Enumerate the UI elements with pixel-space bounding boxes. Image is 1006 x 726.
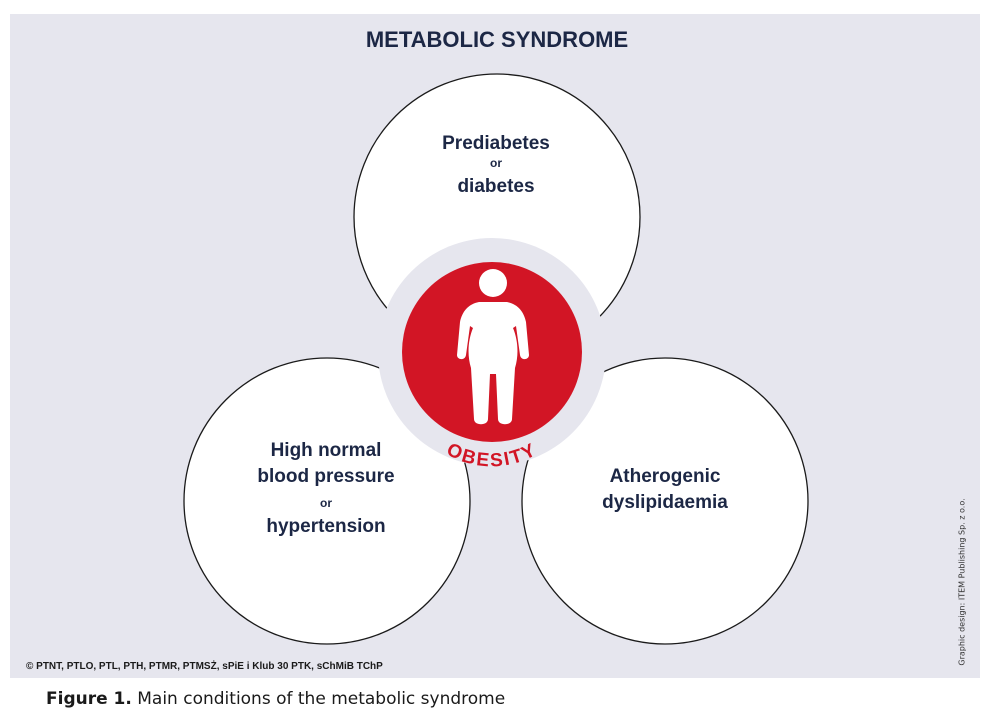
design-credit: Graphic design: ITEM Publishing Sp. z o.…	[957, 498, 967, 666]
hypertension-label: hypertension	[266, 516, 385, 537]
atherogenic-label: Atherogenic	[610, 466, 721, 487]
diagram-title: METABOLIC SYNDROME	[366, 27, 628, 52]
figure-caption: Figure 1. Main conditions of the metabol…	[46, 689, 505, 709]
copyright-text: © PTNT, PTLO, PTL, PTH, PTMR, PTMSŻ, sPi…	[26, 659, 383, 672]
figure-caption-text: Main conditions of the metabolic syndrom…	[137, 689, 506, 709]
figure-caption-label: Figure 1.	[46, 689, 132, 709]
circle-dyslipidaemia	[521, 357, 809, 645]
person-icon	[457, 269, 529, 425]
dyslipidaemia-label: dyslipidaemia	[602, 492, 728, 513]
prediabetes-label: Prediabetes	[442, 133, 550, 154]
prediabetes-or: or	[490, 156, 502, 170]
circle-blood-pressure	[183, 357, 471, 645]
blood-pressure-label: blood pressure	[257, 466, 394, 487]
blood-pressure-or: or	[320, 496, 332, 510]
diabetes-label: diabetes	[457, 176, 534, 197]
high-normal-label: High normal	[271, 440, 382, 461]
